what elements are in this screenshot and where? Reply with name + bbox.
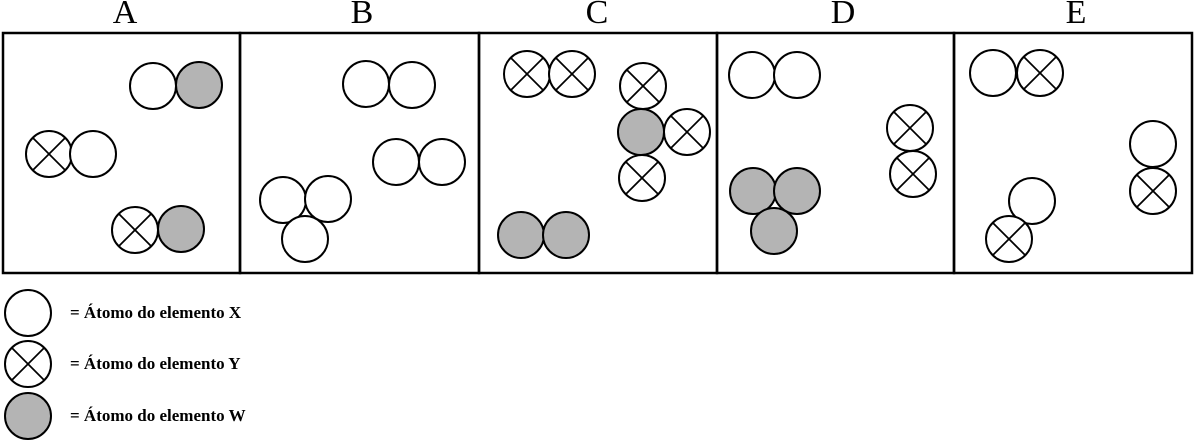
box-a-molecule-1-XW — [129, 61, 223, 110]
atom-X — [281, 215, 329, 263]
atom-W — [729, 167, 777, 215]
legend-label-x: = Átomo do elemento X — [70, 303, 242, 322]
box-a-molecule-2-YX — [25, 130, 117, 178]
box-c-molecule-1-Y2 — [503, 50, 596, 98]
atom-W — [617, 108, 665, 156]
atom-x-legend-icon — [4, 289, 52, 337]
legend-row-x: = Átomo do elemento X — [3, 288, 241, 338]
legend-row-w: = Átomo do elemento W — [3, 391, 246, 441]
atom-W — [175, 61, 223, 109]
atom-y-legend-icon — [4, 340, 52, 388]
atom-X — [388, 61, 436, 109]
box-label-a: A — [112, 0, 138, 31]
atom-W — [773, 167, 821, 215]
atom-Y — [618, 154, 666, 202]
atom-Y — [111, 206, 159, 254]
atom-W — [4, 392, 52, 440]
box-d-molecule-1-X2 — [728, 51, 821, 99]
atom-Y — [503, 50, 551, 98]
box-label-c: C — [585, 0, 609, 31]
atom-w-legend-icon — [4, 392, 52, 440]
atom-X — [342, 60, 390, 108]
atom-X — [728, 51, 776, 99]
atom-Y — [1129, 167, 1177, 215]
box-b-molecule-1-X2 — [342, 60, 436, 109]
legend-label-w: = Átomo do elemento W — [70, 406, 246, 425]
box-e-molecule-1-XY — [969, 49, 1064, 97]
box-d-molecule-2-Y2 — [886, 104, 937, 198]
atom-Y — [1016, 49, 1064, 97]
box-d-molecule-3-W3 — [729, 167, 821, 255]
atom-X — [4, 289, 52, 337]
atom-Y — [548, 50, 596, 98]
box-b-molecule-2-X2 — [372, 138, 466, 186]
atom-Y — [4, 340, 52, 388]
atom-Y — [889, 150, 937, 198]
atom-Y — [619, 62, 667, 110]
atom-W — [542, 211, 590, 259]
atom-W — [497, 211, 545, 259]
atom-X — [69, 130, 117, 178]
atom-Y — [985, 215, 1033, 263]
atom-X — [372, 138, 420, 186]
box-label-b: B — [350, 0, 374, 31]
atom-Y — [886, 104, 934, 152]
box-c-molecule-3-W2 — [497, 211, 590, 259]
box-e-molecule-3-XY — [985, 177, 1056, 263]
box-c-molecule-2-WY3 — [617, 62, 711, 202]
box-e-molecule-2-XY — [1129, 120, 1177, 215]
box-label-e: E — [1065, 0, 1087, 31]
box-a-molecule-3-YW — [111, 205, 205, 254]
atom-W — [750, 207, 798, 255]
atom-Y — [663, 108, 711, 156]
atom-X — [418, 138, 466, 186]
legend-label-y: = Átomo do elemento Y — [70, 354, 241, 373]
atom-Y — [25, 130, 73, 178]
atom-X — [1129, 120, 1177, 168]
atom-X — [304, 175, 352, 223]
box-label-d: D — [830, 0, 856, 31]
box-e-frame — [952, 31, 1194, 275]
atoms-layer — [25, 49, 1177, 263]
atom-X — [969, 49, 1017, 97]
atom-X — [1008, 177, 1056, 225]
atom-X — [773, 51, 821, 99]
box-b-molecule-3-X3 — [259, 175, 352, 263]
atom-X — [129, 62, 177, 110]
atom-W — [157, 205, 205, 253]
legend-row-y: = Átomo do elemento Y — [3, 339, 241, 389]
